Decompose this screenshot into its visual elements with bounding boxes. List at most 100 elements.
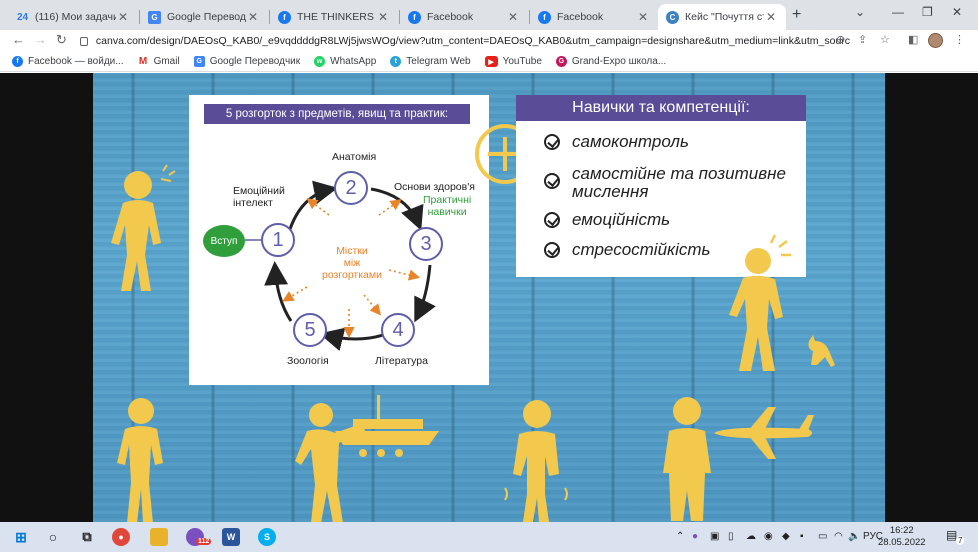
reload-icon[interactable]: ↻ bbox=[56, 32, 67, 47]
windows-start-icon[interactable]: ⊞ bbox=[15, 528, 27, 545]
bookmark-facebook[interactable]: f Facebook — войди... bbox=[12, 56, 124, 67]
tab-title: Facebook bbox=[557, 11, 604, 23]
close-tab-icon[interactable]: ✕ bbox=[117, 10, 129, 24]
skype-icon[interactable]: S bbox=[258, 528, 276, 546]
tray-app-icon[interactable]: ◉ bbox=[764, 531, 773, 542]
system-clock[interactable]: 16:22 28.05.2022 bbox=[878, 525, 926, 548]
close-tab-icon[interactable]: ✕ bbox=[247, 10, 259, 24]
tab-title: Кейс "Почуття страх bbox=[685, 11, 764, 23]
skill-item: самостійне та позитивне мислення bbox=[544, 165, 799, 201]
check-circle-icon bbox=[544, 134, 560, 150]
close-tab-icon[interactable]: ✕ bbox=[637, 10, 649, 24]
youtube-icon: ▶ bbox=[484, 56, 498, 67]
node-5: 5 bbox=[293, 313, 327, 347]
battery-icon[interactable]: ▭ bbox=[818, 531, 828, 542]
tab-title: Facebook bbox=[427, 11, 474, 23]
gmail-icon: M bbox=[138, 56, 148, 67]
language-indicator[interactable]: РУС bbox=[863, 531, 884, 542]
bookmark-gmail[interactable]: M Gmail bbox=[138, 56, 180, 67]
label-zoology: Зоологія bbox=[287, 355, 329, 367]
bookmark-label: Grand-Expo школа... bbox=[571, 56, 667, 67]
tray-app-icon[interactable]: ▣ bbox=[710, 531, 720, 542]
skills-title: Навички та компетенції: bbox=[516, 95, 806, 121]
url-text: canva.com/design/DAEOsQ_KAB0/_e9vqddddgR… bbox=[95, 35, 850, 47]
node-2: 2 bbox=[334, 171, 368, 205]
bookmark-label: Facebook — войди... bbox=[28, 56, 124, 67]
back-icon[interactable]: ← bbox=[12, 32, 25, 47]
label-literature: Література bbox=[375, 355, 428, 367]
label-bridges: Містки між розгортками bbox=[322, 245, 382, 281]
chrome-icon[interactable]: ● bbox=[112, 528, 130, 546]
bookmark-youtube[interactable]: ▶ YouTube bbox=[484, 56, 542, 67]
translate-favicon-icon: G bbox=[148, 10, 161, 24]
close-tab-icon[interactable]: ✕ bbox=[377, 10, 389, 24]
file-explorer-icon[interactable] bbox=[150, 528, 168, 546]
start-node: Вступ bbox=[203, 225, 245, 257]
facebook-favicon-icon: f bbox=[538, 10, 551, 24]
minimize-icon[interactable]: — bbox=[892, 5, 904, 19]
wifi-icon[interactable]: ◠ bbox=[834, 531, 843, 542]
tray-device-icon[interactable]: ▯ bbox=[728, 531, 734, 542]
restore-icon[interactable]: ❐ bbox=[922, 5, 933, 19]
bookmark-star-icon[interactable]: ☆ bbox=[880, 34, 890, 46]
viber-badge: 112 bbox=[196, 538, 212, 545]
cycle-diagram bbox=[245, 180, 436, 352]
viber-icon[interactable]: 112 bbox=[186, 528, 212, 546]
bookmark-grand-expo[interactable]: G Grand-Expo школа... bbox=[555, 56, 667, 67]
boat-illustration bbox=[335, 395, 439, 457]
frightened-person-illustration bbox=[729, 234, 791, 371]
defensive-person-illustration bbox=[295, 403, 365, 522]
tab-google-translate[interactable]: G Google Переводчик ✕ bbox=[140, 4, 268, 30]
close-window-icon[interactable]: ✕ bbox=[952, 5, 963, 19]
bookmark-telegram[interactable]: t Telegram Web bbox=[390, 56, 471, 67]
node-1: 1 bbox=[261, 223, 295, 257]
tab-my-tasks[interactable]: 24 (116) Мои задачи ✕ bbox=[8, 4, 138, 30]
whatsapp-icon: w bbox=[314, 56, 326, 67]
tray-viber-icon[interactable]: ● bbox=[692, 531, 699, 542]
tab-title: THE THINKERS | Faceb bbox=[297, 11, 376, 23]
close-tab-icon[interactable]: ✕ bbox=[765, 10, 777, 24]
tray-app-icon[interactable]: ◆ bbox=[782, 531, 790, 542]
new-tab-button[interactable]: + bbox=[792, 6, 802, 23]
tab-title: Google Переводчик bbox=[167, 11, 246, 23]
notifications-icon[interactable]: ▤ bbox=[946, 528, 958, 542]
windows-taskbar: ⊞ ○ ⧉ ● 112 W S ⌃ ● ▣ ▯ ☁ ◉ ◆ ▪ ▭ ◠ 🔈 РУ… bbox=[0, 522, 978, 552]
menu-icon[interactable]: ⋮ bbox=[954, 34, 965, 46]
task-view-icon[interactable]: ⧉ bbox=[82, 529, 92, 544]
lock-icon bbox=[80, 36, 88, 46]
profile-avatar[interactable] bbox=[928, 33, 943, 48]
tab-facebook-2[interactable]: f Facebook ✕ bbox=[530, 4, 658, 30]
word-icon[interactable]: W bbox=[222, 528, 240, 546]
share-icon[interactable]: ⇪ bbox=[858, 34, 868, 46]
tray-app-icon[interactable]: ▪ bbox=[800, 531, 804, 542]
facebook-favicon-icon: f bbox=[278, 10, 291, 24]
tab-facebook-1[interactable]: f Facebook ✕ bbox=[400, 4, 528, 30]
tab-canva-case[interactable]: C Кейс "Почуття страх ✕ bbox=[658, 4, 786, 30]
tab-search-icon[interactable]: ⌄ bbox=[855, 5, 866, 19]
tab-title: (116) Мои задачи bbox=[35, 11, 116, 23]
address-bar[interactable]: canva.com/design/DAEOsQ_KAB0/_e9vqddddgR… bbox=[80, 31, 850, 51]
search-icon[interactable]: ○ bbox=[48, 529, 58, 545]
crying-person-illustration bbox=[117, 398, 163, 522]
label-anatomy: Анатомія bbox=[332, 151, 377, 163]
nervous-person-illustration bbox=[504, 400, 568, 522]
browser-toolbar: ← → ↻ canva.com/design/DAEOsQ_KAB0/_e9vq… bbox=[0, 30, 978, 52]
subjects-panel: 5 розгорток з предметів, явищ та практик… bbox=[189, 95, 489, 385]
telegram-icon: t bbox=[390, 56, 402, 67]
tray-overflow-icon[interactable]: ⌃ bbox=[676, 531, 685, 542]
side-panel-icon[interactable]: ◧ bbox=[908, 34, 919, 46]
bookmark-label: YouTube bbox=[502, 56, 542, 67]
facebook-icon: f bbox=[12, 56, 23, 67]
bookmark-label: WhatsApp bbox=[330, 56, 377, 67]
bookmark-whatsapp[interactable]: w WhatsApp bbox=[314, 56, 376, 67]
skill-item: стресостійкість bbox=[544, 241, 794, 259]
bookmark-google-translate[interactable]: G Google Переводчик bbox=[193, 56, 300, 67]
page-content: 5 розгорток з предметів, явищ та практик… bbox=[0, 73, 978, 522]
forward-icon[interactable]: → bbox=[34, 32, 47, 47]
zoom-icon[interactable]: ⊕ bbox=[836, 34, 846, 46]
volume-icon[interactable]: 🔈 bbox=[848, 531, 861, 542]
tray-cloud-icon[interactable]: ☁ bbox=[746, 531, 756, 542]
tab-the-thinkers[interactable]: f THE THINKERS | Faceb ✕ bbox=[270, 4, 398, 30]
node-4: 4 bbox=[381, 313, 415, 347]
close-tab-icon[interactable]: ✕ bbox=[507, 10, 519, 24]
